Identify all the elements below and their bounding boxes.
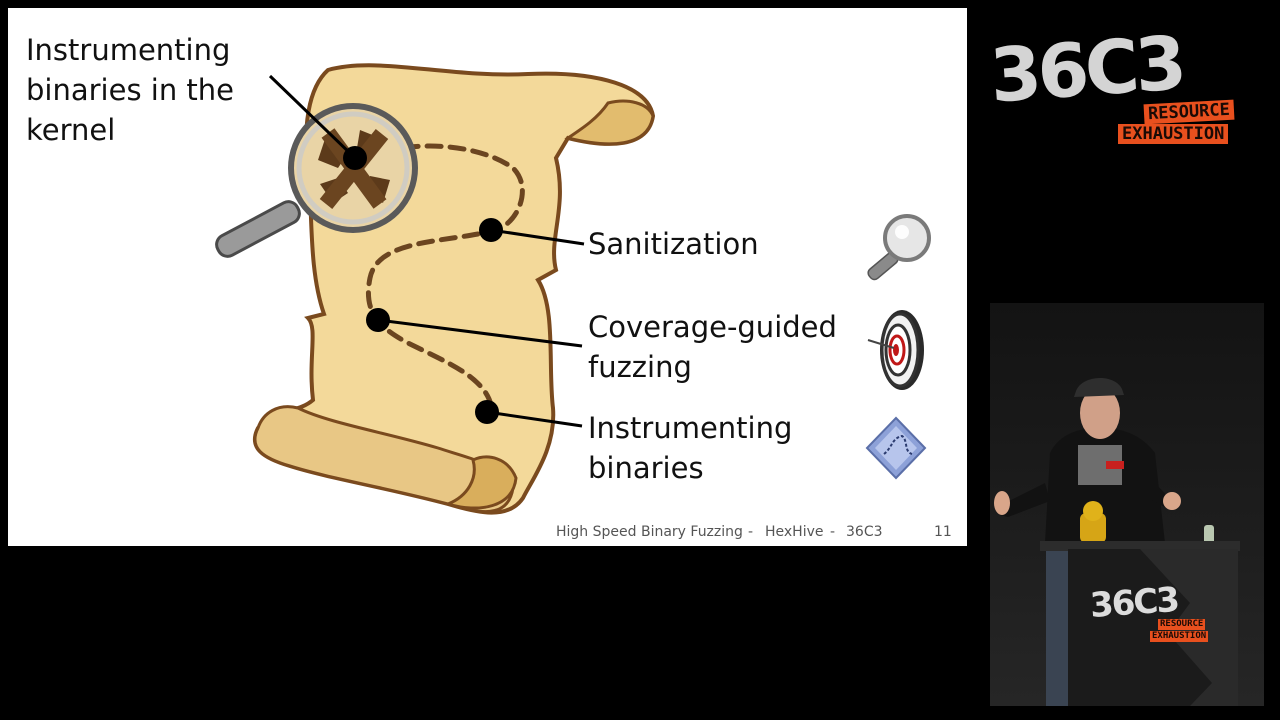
label-kernel-line2: binaries in the [26, 73, 235, 107]
label-coverage-line1: Coverage-guided [588, 310, 837, 344]
lucky-cat-figurine [1080, 501, 1106, 543]
map-dashed-path [357, 143, 525, 413]
podium-logo-subtitle-1: RESOURCE [1158, 619, 1206, 630]
footer-title: High Speed Binary Fuzzing [556, 524, 743, 540]
label-sanitization: Sanitization [588, 227, 759, 261]
label-kernel-line3: kernel [26, 113, 116, 147]
event-logo-mark: 36C3 [987, 20, 1186, 120]
map-markers [268, 74, 585, 428]
event-logo-subtitle-1: RESOURCE [1143, 99, 1235, 125]
event-logo: 36C3 RESOURCE EXHAUSTION [987, 20, 1260, 155]
speaker-scene [994, 377, 1240, 706]
label-instrumenting-line1: Instrumenting [588, 411, 793, 445]
footer-event: 36C3 [846, 524, 883, 540]
binary-map-icon [865, 416, 927, 480]
podium [1040, 541, 1240, 706]
footer-sep1: - [748, 524, 754, 540]
footer-sep2: - [830, 524, 836, 540]
slide-graphics [215, 63, 931, 515]
page-number: 11 [934, 524, 952, 540]
presentation-slide: Instrumenting binaries in the kernel San… [8, 8, 967, 546]
label-kernel-line1: Instrumenting [26, 33, 231, 67]
label-instrumenting-line2: binaries [588, 451, 704, 485]
magnifier-icon [867, 214, 931, 281]
label-coverage-line2: fuzzing [588, 350, 692, 384]
speaker-camera-feed: 36C3 RESOURCE EXHAUSTION [990, 303, 1264, 706]
event-logo-subtitle-2: EXHAUSTION [1118, 124, 1229, 144]
podium-logo-subtitle-2: EXHAUSTION [1150, 631, 1209, 642]
footer-org: HexHive [765, 524, 824, 540]
target-icon [867, 310, 924, 390]
